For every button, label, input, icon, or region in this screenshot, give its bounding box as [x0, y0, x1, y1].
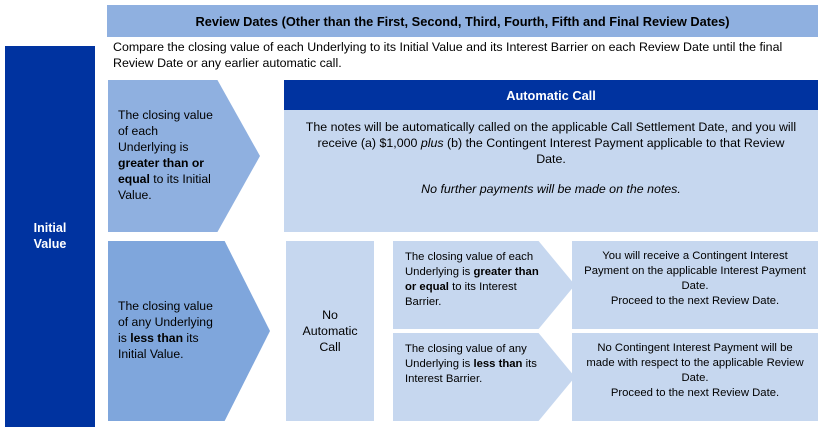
condition-text-post: to its Initial Value. [118, 171, 211, 202]
condition-below-text-pre: The closing value of any Underlying is [118, 299, 213, 345]
initial-value-label: Initial Value [33, 220, 67, 251]
barrier-above-text-bold: greater than or equal [405, 266, 539, 294]
automatic-call-text-pre: The notes will be automatically called o… [305, 120, 797, 151]
intro-paragraph: Compare the closing value of each Underl… [113, 40, 783, 70]
condition-below-text-bold: less than [130, 331, 184, 345]
outcome-contingent-interest-payment-text: You will receive a Contingent Interest P… [584, 250, 806, 308]
barrier-above-text-pre: The closing value of each Underlying is [405, 251, 534, 279]
barrier-below-text-bold: less than [473, 358, 523, 371]
condition-below-interest-barrier: The closing value of any Underlying is l… [393, 333, 575, 421]
outcome-contingent-interest-payment: You will receive a Contingent Interest P… [572, 241, 818, 329]
barrier-above-text-post: to its Interest Barrier. [405, 281, 517, 309]
outcome-no-contingent-interest-payment-text: No Contingent Interest Payment will be m… [586, 342, 804, 400]
review-dates-header: Review Dates (Other than the First, Seco… [107, 5, 818, 37]
condition-above-interest-barrier-text: The closing value of each Underlying is … [393, 241, 575, 310]
condition-above-interest-barrier: The closing value of each Underlying is … [393, 241, 575, 329]
outcome-no-contingent-interest-payment: No Contingent Interest Payment will be m… [572, 333, 818, 421]
no-automatic-call-label: No Automatic Call [302, 307, 358, 355]
condition-above-initial-value-text: The closing value of each Underlying is … [108, 108, 260, 203]
review-dates-title: Review Dates (Other than the First, Seco… [195, 13, 730, 29]
automatic-call-text-post: (b) the Contingent Interest Payment appl… [443, 136, 785, 167]
condition-text-bold: greater than or equal [118, 156, 205, 186]
barrier-below-text-pre: The closing value of any Underlying is [405, 343, 527, 371]
automatic-call-title: Automatic Call [506, 87, 596, 103]
automatic-call-text-italic: plus [420, 136, 444, 151]
automatic-call-note: No further payments will be made on the … [421, 182, 681, 197]
condition-below-initial-value: The closing value of any Underlying is l… [108, 241, 270, 421]
automatic-call-body: The notes will be automatically called o… [284, 110, 818, 232]
automatic-call-description: The notes will be automatically called o… [302, 119, 800, 167]
condition-below-text-post: its Initial Value. [118, 331, 199, 361]
barrier-below-text-post: its Interest Barrier. [405, 358, 537, 386]
no-automatic-call-box: No Automatic Call [286, 241, 374, 421]
automatic-call-header: Automatic Call [284, 80, 818, 110]
condition-text-pre: The closing value of each Underlying is [118, 108, 213, 155]
condition-above-initial-value: The closing value of each Underlying is … [108, 80, 260, 232]
condition-below-interest-barrier-text: The closing value of any Underlying is l… [393, 333, 575, 387]
condition-below-initial-value-text: The closing value of any Underlying is l… [108, 299, 270, 362]
initial-value-sidebar: Initial Value [5, 46, 95, 427]
